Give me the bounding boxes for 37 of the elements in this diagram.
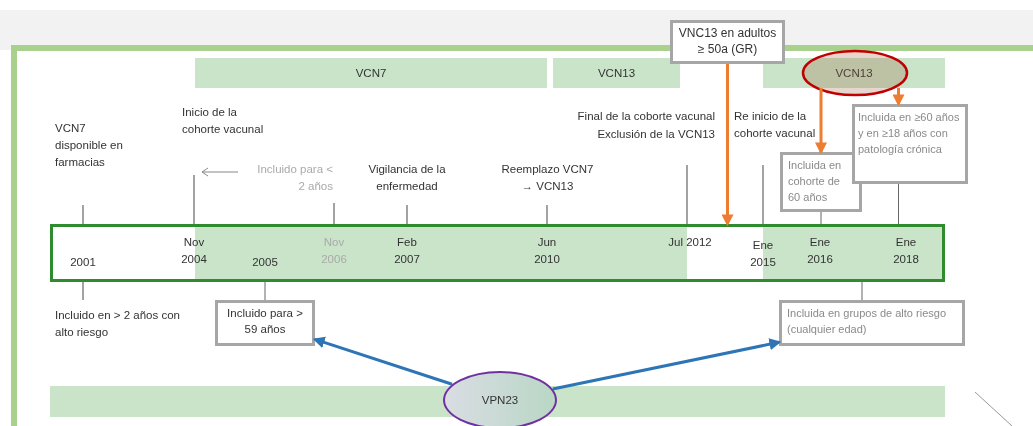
note-box: Incluida en grupos de alto riesgo (cualquier edad): [779, 300, 965, 346]
event-label: Re inicio de la cohorte vacunal: [734, 109, 817, 141]
arrow: [721, 64, 734, 227]
event-label: Incluido en > 2 años con alto riesgo: [55, 308, 180, 340]
connector-line: [861, 281, 863, 301]
date-label: Ene 2016: [806, 235, 834, 267]
period-band: VCN7: [195, 58, 547, 88]
arrow: [312, 336, 453, 386]
event-label: Vigilancia de la enfermedad: [367, 162, 447, 194]
date-label: Jul 2012: [667, 235, 713, 250]
event-label: VCN7 disponible en farmacias: [55, 121, 124, 170]
date-label: Jun 2010: [533, 235, 561, 267]
arrow: [892, 88, 905, 107]
connector-line: [898, 183, 899, 225]
event-label: Reemplazo VCN7 → VCN13: [500, 162, 595, 194]
note-box: Incluido para > 59 años: [215, 300, 315, 346]
event-label: Incluido para < 2 años: [256, 162, 333, 194]
connector-line: [264, 281, 266, 301]
arrow: [815, 88, 827, 155]
event-label: Exclusión de la VCN13: [596, 127, 715, 142]
period-band: VCN13: [553, 58, 680, 88]
date-label: Ene 2015: [749, 238, 777, 270]
note-box: VNC13 en adultos ≥ 50a (GR): [670, 20, 785, 64]
date-label: Nov 2004: [180, 235, 208, 267]
connector-line: [820, 211, 822, 225]
timeline-bar: [50, 224, 945, 282]
date-label: Nov 2006: [320, 235, 348, 267]
period-band: VCN13: [763, 58, 945, 88]
note-box: Incluida en ≥60 años y en ≥18 años con patología crónica: [852, 104, 968, 184]
event-label: Final de la coborte vacunal: [576, 109, 715, 124]
event-label: Inicio de la cohorte vacunal: [182, 105, 265, 137]
highlight-ellipse: VPN23: [443, 371, 557, 426]
date-label: Ene 2018: [892, 235, 920, 267]
date-label: Feb 2007: [393, 235, 421, 267]
date-label: 2001: [69, 255, 97, 270]
date-label: 2005: [251, 255, 279, 270]
arrow: [552, 338, 782, 391]
